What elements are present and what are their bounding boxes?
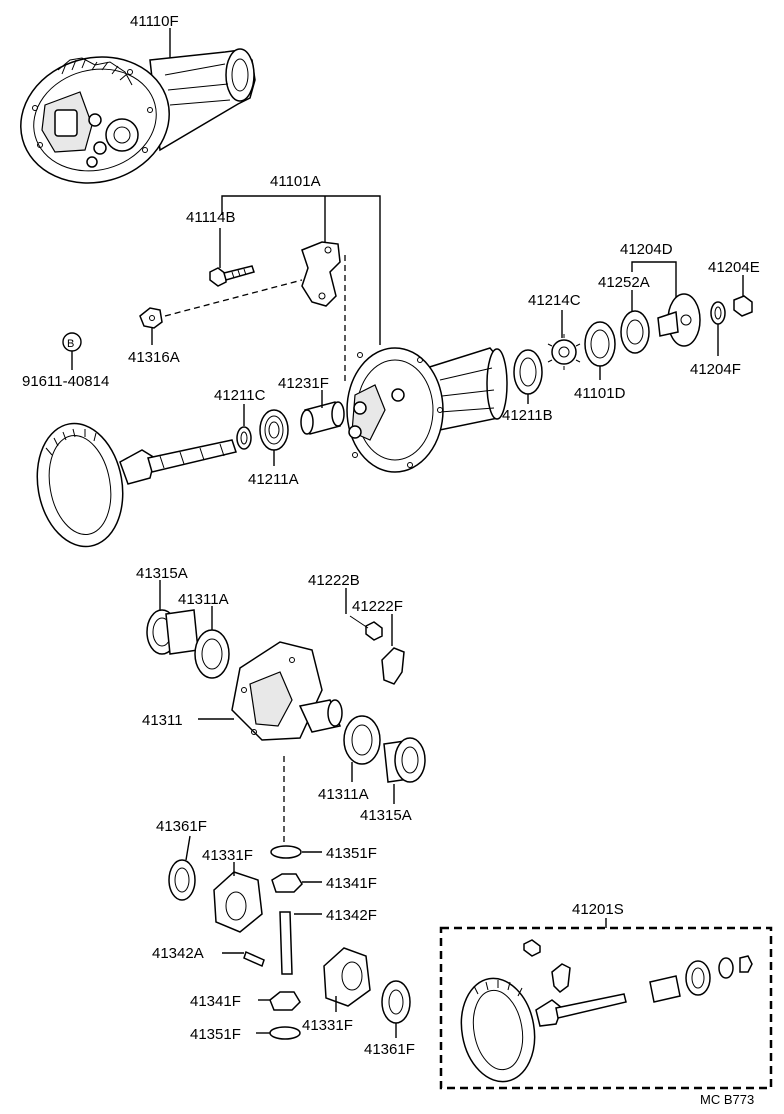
- bracket-41101A: [221, 195, 381, 345]
- washer-41351F-bottom: [269, 1026, 301, 1040]
- bearing-41101D: [584, 321, 616, 367]
- label-41114B: 41114B: [186, 209, 236, 226]
- kit-41201S-box: [439, 926, 773, 1090]
- label-41331F-top: 41331F: [202, 847, 253, 864]
- label-41351F-top: 41351F: [326, 845, 377, 862]
- differential-case-41311: [231, 641, 343, 741]
- washer-41204F-hole: [714, 306, 722, 320]
- label-41311A-top: 41311A: [178, 591, 229, 608]
- nut-41204E: [733, 295, 753, 317]
- kit-41201S-illustration: [460, 939, 753, 1083]
- label-41214C: 41214C: [528, 292, 581, 309]
- label-91611-40814: 91611-40814: [22, 373, 109, 390]
- companion-flange: [657, 293, 701, 347]
- label-41110F: 41110F: [130, 13, 179, 30]
- label-41341F-top: 41341F: [326, 875, 377, 892]
- label-41311: 41311: [142, 712, 183, 729]
- label-41342A: 41342A: [152, 945, 204, 962]
- label-41101D: 41101D: [574, 385, 626, 402]
- label-41316A: 41316A: [128, 349, 180, 366]
- washer-41361F-top: [168, 859, 196, 901]
- circle-b-letter: B: [67, 338, 74, 350]
- lock-41222F: [381, 647, 405, 685]
- washer-41211C: [236, 426, 252, 450]
- bearing-cap: [301, 241, 341, 307]
- label-41331F-bottom: 41331F: [302, 1017, 353, 1034]
- label-41101A: 41101A: [270, 173, 321, 190]
- washer-41361F-bottom: [381, 980, 411, 1024]
- label-41211B: 41211B: [502, 407, 553, 424]
- washer-41361F-bottom-hole: [388, 989, 404, 1015]
- bolt-41222B: [349, 615, 383, 641]
- oil-slinger-41214C: [547, 334, 581, 370]
- washer-41351F-top: [270, 845, 302, 859]
- washer-41361F-top-hole: [174, 867, 190, 893]
- lock-plate-41316A: [139, 307, 163, 329]
- label-41361F-top: 41361F: [156, 818, 207, 835]
- pin-41342A: [243, 950, 265, 968]
- pinion-41341F-top: [271, 873, 303, 893]
- washer-41211C-hole: [240, 431, 248, 445]
- label-41252A: 41252A: [598, 274, 650, 291]
- label-41204E: 41204E: [708, 259, 760, 276]
- carrier-assembly-illustration: [20, 48, 256, 184]
- spacer-41231F: [300, 401, 345, 435]
- reference-code: MC B773: [700, 1092, 754, 1107]
- leader-41361F-top: [185, 835, 191, 861]
- oil-seal-41252A: [620, 310, 650, 354]
- label-41315A-top: 41315A: [136, 565, 188, 582]
- pinion-41341F-bottom: [269, 991, 301, 1011]
- side-gear-41331F-bottom: [323, 947, 371, 1007]
- bearing-race-41315A-top: [146, 609, 199, 655]
- label-41211A: 41211A: [248, 471, 299, 488]
- label-41204D: 41204D: [620, 241, 673, 258]
- label-41361F-bottom: 41361F: [364, 1041, 415, 1058]
- bearing-41311A-top: [194, 629, 230, 679]
- side-gear-41331F-top: [213, 871, 263, 933]
- label-41231F: 41231F: [278, 375, 329, 392]
- bearing-race-41315A-bottom: [383, 737, 426, 783]
- label-41315A-bottom: 41315A: [360, 807, 412, 824]
- label-41201S: 41201S: [572, 901, 624, 918]
- shaft-41342F: [279, 911, 293, 975]
- dashed-line-cap: [164, 279, 303, 317]
- ring-gear-pinion: [36, 422, 237, 548]
- carrier-housing: [346, 347, 508, 473]
- label-41222B: 41222B: [308, 572, 360, 589]
- bolt-41114B: [209, 265, 255, 287]
- label-41222F: 41222F: [352, 598, 403, 615]
- bearing-41211B: [513, 349, 543, 395]
- label-41341F-bottom: 41341F: [190, 993, 241, 1010]
- label-41204F: 41204F: [690, 361, 741, 378]
- label-41342F: 41342F: [326, 907, 377, 924]
- label-41211C: 41211C: [214, 387, 266, 404]
- bearing-41211A: [259, 409, 289, 451]
- bearing-41311A-bottom: [343, 715, 381, 765]
- label-41351F-bottom: 41351F: [190, 1026, 241, 1043]
- label-41311A-bottom: 41311A: [318, 786, 369, 803]
- washer-41204F: [710, 301, 726, 325]
- bracket-41204D: [631, 261, 677, 305]
